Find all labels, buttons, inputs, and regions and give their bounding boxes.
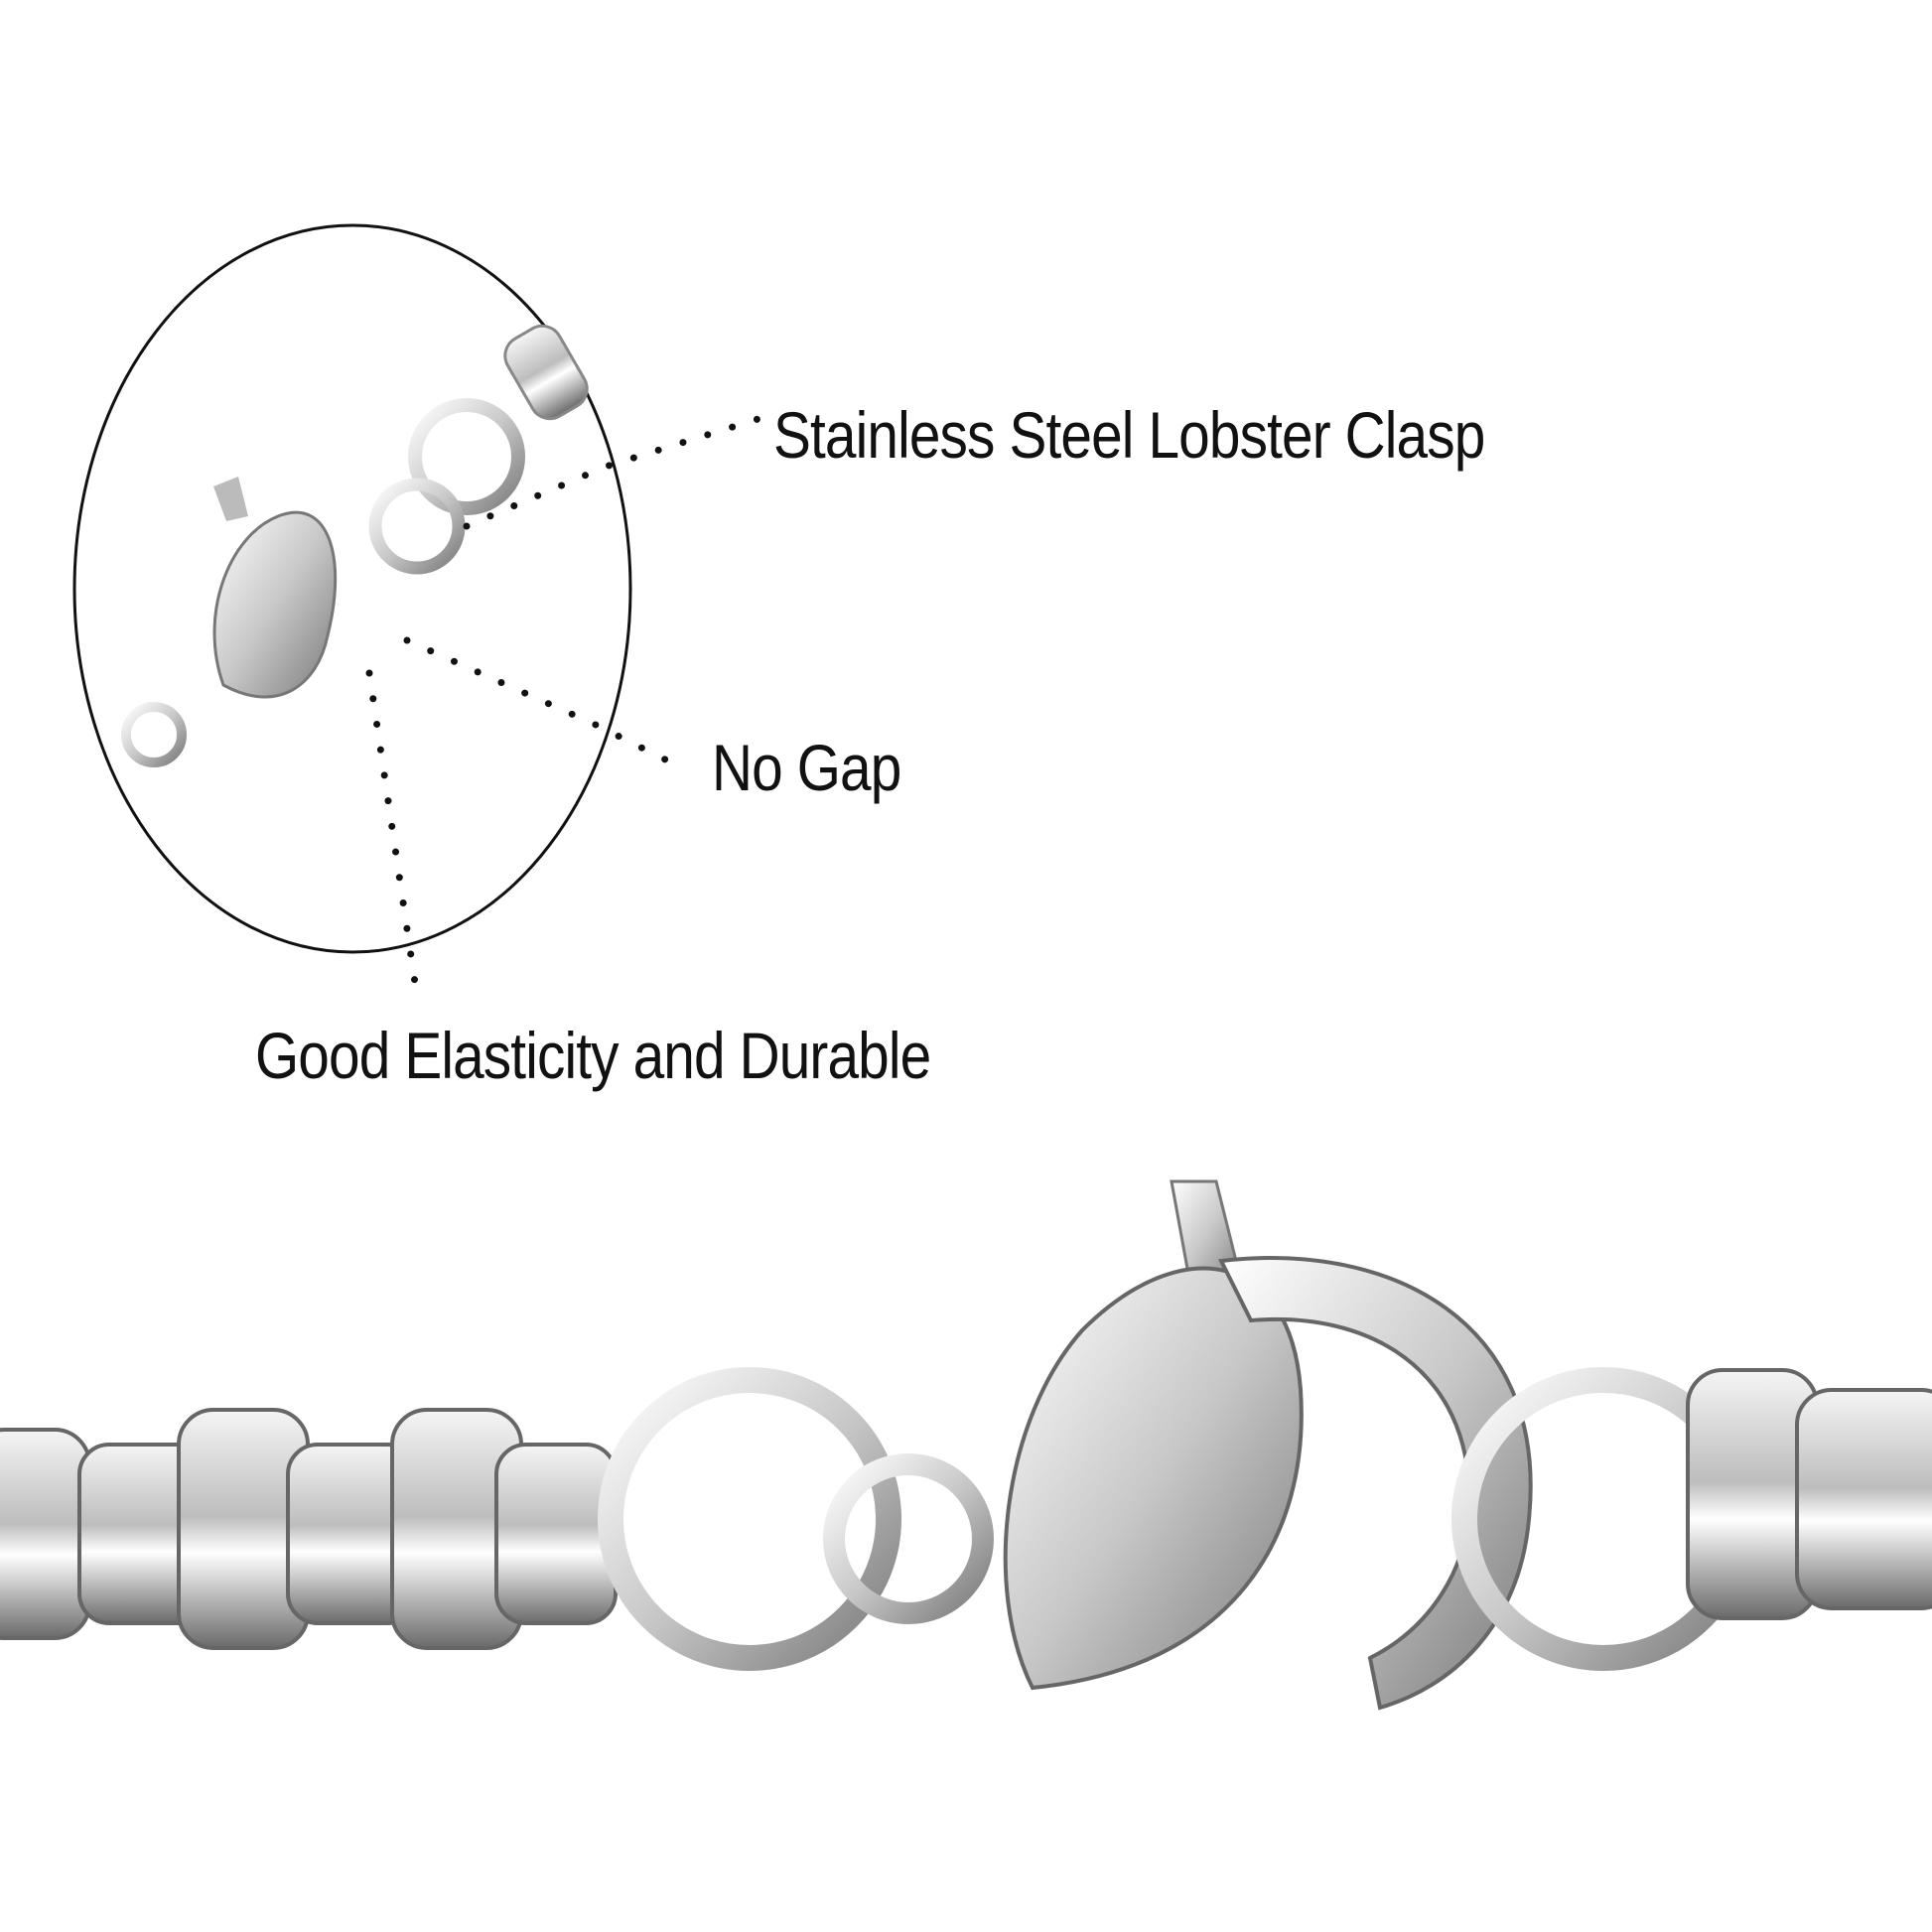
box-chain-right: [1686, 1368, 1932, 1620]
annotation-lobster-clasp: Stainless Steel Lobster Clasp: [773, 398, 1485, 472]
leader-lines: [365, 413, 768, 987]
annotation-durable: Good Elasticity and Durable: [255, 1019, 931, 1092]
small-ring: [823, 1453, 994, 1624]
box-chain-left: [0, 1408, 618, 1650]
lobster-clasp: [1003, 1179, 1533, 1711]
annotation-no-gap: No Gap: [712, 731, 901, 804]
detail-magnifier: [72, 223, 632, 954]
jump-ring-left: [598, 1367, 901, 1671]
